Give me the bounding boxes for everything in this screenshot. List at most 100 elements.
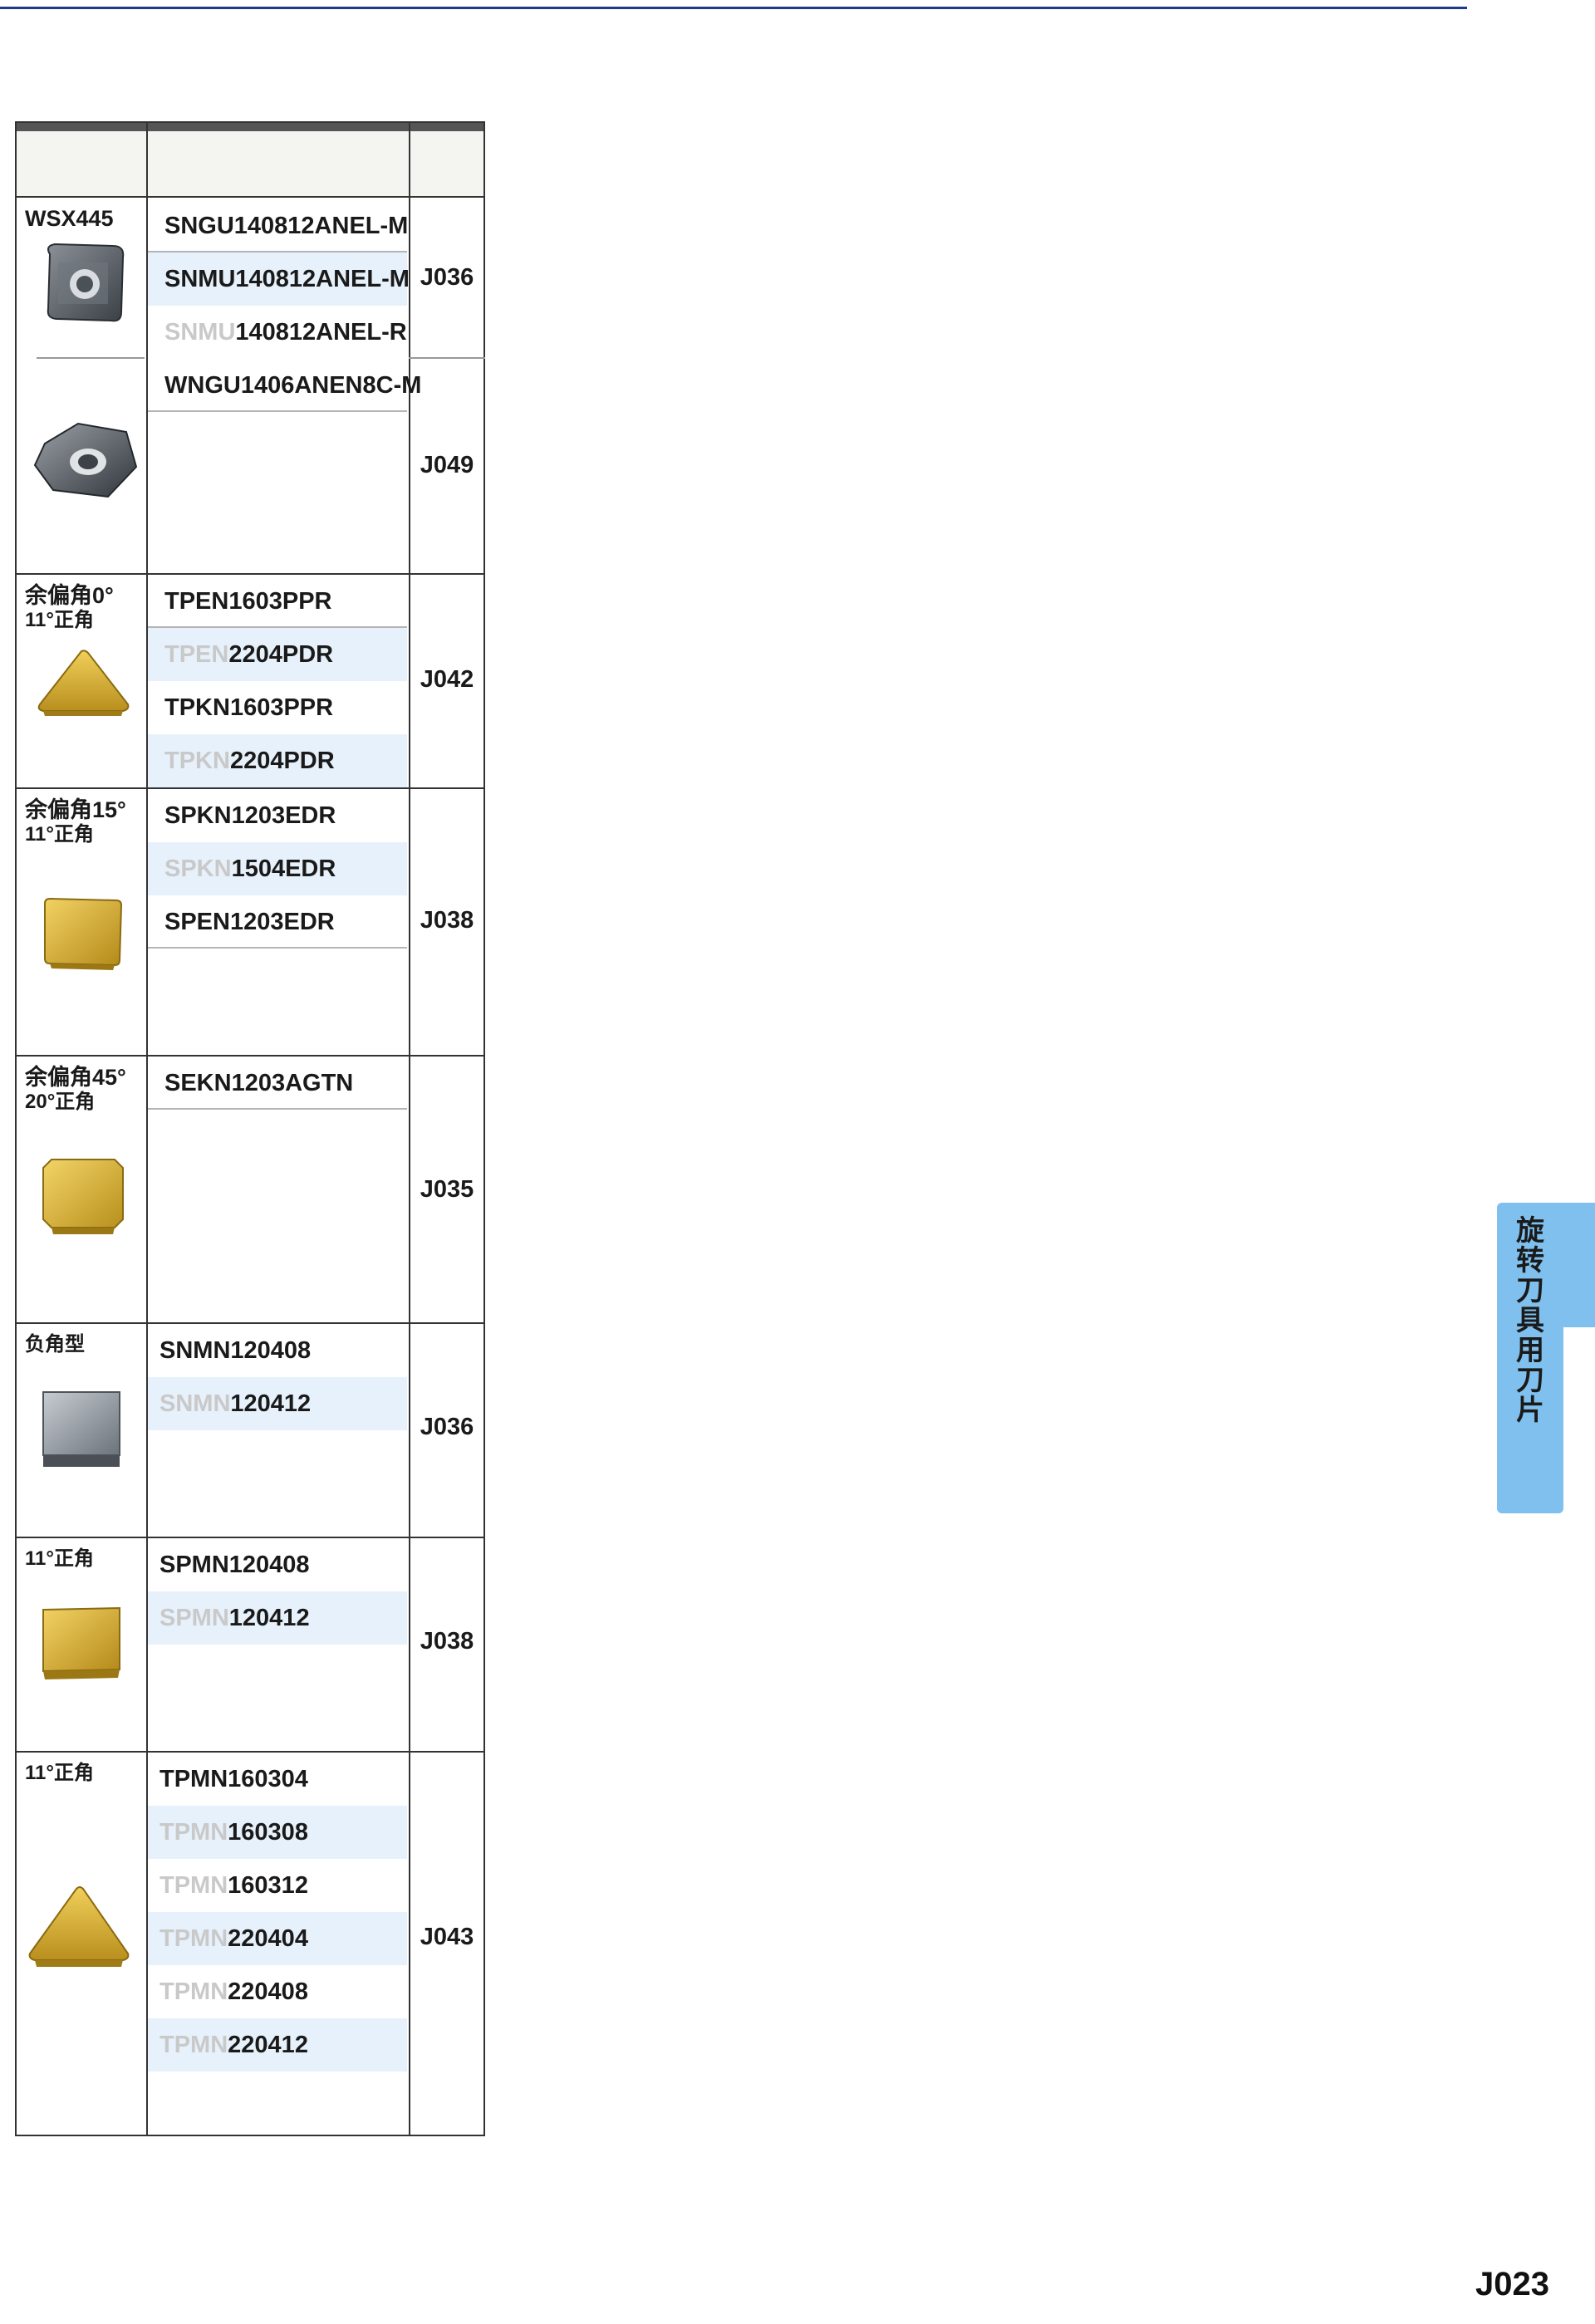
- square-chamfer-insert-gold-icon: [37, 1155, 130, 1245]
- section-label: 余偏角0° 11°正角: [25, 583, 114, 633]
- list-item: TPMN160308: [148, 1806, 407, 1859]
- code-text: 160308: [228, 1819, 308, 1846]
- page-number: J023: [1475, 2266, 1549, 2302]
- section-negative: 负角型: [17, 1322, 483, 1538]
- code-text: 140812ANEL-R: [235, 319, 407, 346]
- section-label: 余偏角15° 11°正角: [25, 797, 126, 847]
- list-item: TPMN220408: [148, 1965, 407, 2018]
- list-item: TPMN160312: [148, 1859, 407, 1912]
- section-label: 余偏角45° 20°正角: [25, 1065, 126, 1115]
- section-label: 11°正角: [25, 1547, 94, 1571]
- code-text: SPEN1203EDR: [164, 909, 335, 935]
- code-text: WNGU1406ANEN8C-M: [164, 372, 422, 399]
- list-item: WNGU1406ANEN8C-M: [148, 359, 421, 412]
- code-text: SNMU140812ANEL-M: [164, 266, 410, 292]
- code-prefix: TPMN: [160, 2032, 228, 2058]
- side-tab-label: 旋转刀具用刀片: [1516, 1215, 1544, 1426]
- code-prefix: TPKN: [164, 748, 230, 774]
- list-item: SPMN120408: [148, 1538, 407, 1591]
- page-ref: J036: [420, 264, 474, 291]
- code-text: TPEN1603PPR: [164, 588, 332, 615]
- section-se-45deg: 余偏角45° 20°正角: [17, 1055, 483, 1324]
- section-label-line1: 余偏角15°: [25, 797, 126, 822]
- list-item: SNMU140812ANEL-R: [148, 306, 407, 359]
- table-header: [17, 131, 483, 198]
- list-item: SNMU140812ANEL-M: [148, 253, 410, 306]
- page-ref: J042: [420, 666, 474, 693]
- code-text: 220408: [228, 1978, 308, 2005]
- page-ref: J035: [420, 1176, 474, 1203]
- code-text: TPKN1603PPR: [164, 694, 334, 721]
- page-ref: J038: [420, 907, 474, 934]
- section-label-line2: 20°正角: [25, 1091, 96, 1113]
- code-prefix: TPMN: [160, 1925, 228, 1952]
- list-item: TPMN160304: [148, 1753, 407, 1806]
- code-text: 1504EDR: [231, 856, 336, 882]
- code-prefix: SPMN: [160, 1605, 229, 1631]
- list-item: TPMN220412: [148, 2018, 407, 2071]
- section-label-line2: 11°正角: [25, 823, 94, 846]
- page-ref: J043: [420, 1924, 474, 1950]
- code-prefix: SNMU: [164, 319, 236, 346]
- section-wsx445: WSX445: [17, 196, 483, 357]
- code-text: SPKN1203EDR: [164, 802, 336, 829]
- section-spmn: 11°正角: [17, 1537, 483, 1753]
- section-sp-15deg: 余偏角15° 11°正角: [17, 787, 483, 1057]
- code-text: SNGU140812ANEL-M: [164, 213, 409, 239]
- section-label-line1: 11°正角: [25, 1547, 94, 1570]
- code-text: 220412: [228, 2032, 308, 2058]
- code-text: SPMN120408: [160, 1552, 310, 1578]
- list-item: SNMN120412: [148, 1377, 407, 1430]
- list-item: TPMN220404: [148, 1912, 407, 1965]
- column-divider: [146, 123, 148, 2135]
- section-label-line1: 11°正角: [25, 1762, 94, 1784]
- list-item: SNMN120408: [148, 1324, 407, 1377]
- section-label-line1: WSX445: [25, 206, 114, 231]
- code-prefix: TPMN: [160, 1872, 228, 1899]
- page-ref: J036: [420, 1414, 474, 1440]
- square-insert-gold-icon: [38, 894, 128, 981]
- code-text: 2204PDR: [228, 641, 334, 668]
- section-label-line2: 11°正角: [25, 609, 94, 631]
- square-insert-gold-icon: [38, 1603, 126, 1690]
- list-item: SEKN1203AGTN: [148, 1057, 407, 1110]
- list-item: TPKN1603PPR: [148, 681, 407, 734]
- code-text: 2204PDR: [229, 748, 335, 774]
- tab-extension: [1558, 1203, 1595, 1327]
- triangle-insert-gold-icon: [33, 646, 133, 725]
- code-text: SEKN1203AGTN: [164, 1070, 354, 1096]
- code-text: 120412: [230, 1390, 312, 1417]
- page-ref: J038: [420, 1628, 474, 1655]
- code-prefix: TPEN: [164, 641, 229, 668]
- hex-insert-dark-icon: [28, 419, 143, 506]
- code-prefix: SPKN: [164, 856, 232, 882]
- table-top-bar: [17, 123, 483, 131]
- list-item: SPKN1504EDR: [148, 842, 407, 895]
- code-text: 160312: [228, 1872, 308, 1899]
- section-side-tab[interactable]: 旋转刀具用刀片: [1497, 1203, 1595, 1513]
- insert-table: WSX445 SNGU140812ANEL-M SNMU140812ANEL-M…: [15, 121, 485, 2136]
- list-item: SPKN1203EDR: [148, 789, 407, 842]
- code-prefix: TPMN: [160, 1978, 228, 2005]
- triangle-insert-gold-icon: [25, 1884, 133, 1979]
- code-text: 220404: [228, 1925, 308, 1952]
- list-item: SPMN120412: [148, 1591, 407, 1645]
- divider: [409, 357, 485, 359]
- list-item: SPEN1203EDR: [148, 895, 407, 949]
- page-ref: J049: [420, 452, 474, 478]
- code-text: 120412: [228, 1605, 310, 1631]
- list-item: TPEN1603PPR: [148, 575, 407, 628]
- list-item: SNGU140812ANEL-M: [148, 199, 409, 253]
- section-label-line1: 余偏角0°: [25, 583, 114, 608]
- list-item: TPEN2204PDR: [148, 628, 407, 681]
- section-tpmn: 11°正角: [17, 1751, 483, 2136]
- square-insert-gray-icon: [38, 1387, 126, 1476]
- list-item: TPKN2204PDR: [148, 734, 407, 787]
- section-label-line1: 余偏角45°: [25, 1065, 126, 1090]
- section-tp-0deg: 余偏角0° 11°正角: [17, 573, 483, 789]
- section-label: 11°正角: [25, 1761, 94, 1786]
- section-label: 负角型: [25, 1332, 85, 1357]
- code-prefix: SNMN: [160, 1390, 231, 1417]
- code-prefix: TPMN: [160, 1819, 228, 1846]
- tab-body: [1497, 1203, 1563, 1513]
